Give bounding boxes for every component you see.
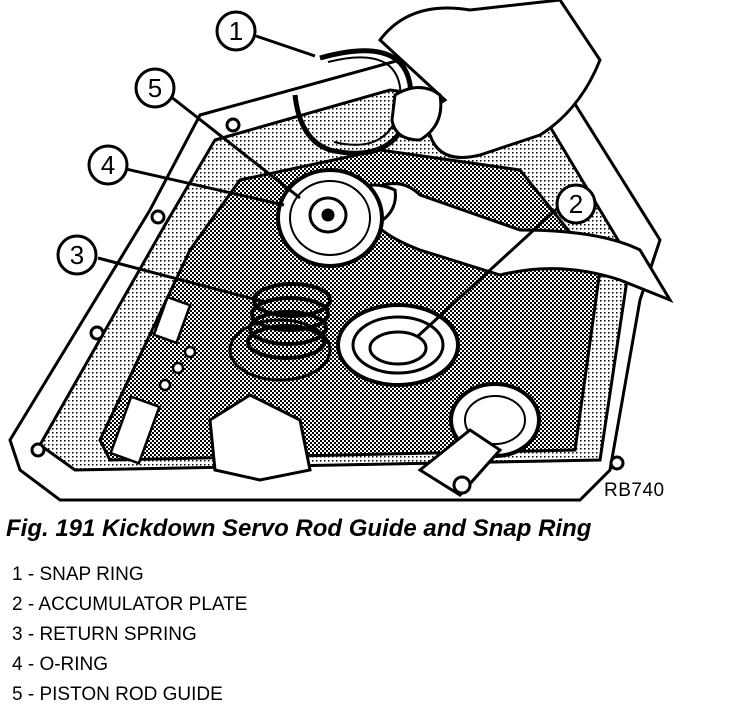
- callout-5: 5: [134, 67, 176, 109]
- piston-rod-guide: [276, 168, 384, 268]
- svg-text:4: 4: [101, 150, 115, 180]
- svg-text:1: 1: [229, 16, 243, 46]
- return-spring: [246, 282, 332, 360]
- servo-illustration: 1 5 4 3 2: [8, 0, 674, 502]
- svg-text:5: 5: [148, 73, 162, 103]
- legend-list: 1 - SNAP RING 2 - ACCUMULATOR PLATE 3 - …: [12, 560, 247, 710]
- figure-reference-code: RB740: [604, 480, 665, 501]
- legend-item: 1 - SNAP RING: [12, 564, 144, 585]
- legend-item: 3 - RETURN SPRING: [12, 624, 197, 645]
- linkage: [208, 393, 503, 497]
- leader-lines: [97, 34, 562, 338]
- callout-1: 1: [215, 10, 257, 52]
- case-slots: [109, 295, 197, 465]
- legend-item: 5 - PISTON ROD GUIDE: [12, 684, 223, 705]
- callout-4: 4: [87, 144, 129, 186]
- svg-text:3: 3: [70, 240, 84, 270]
- snap-ring: [292, 48, 414, 156]
- legend-item: 2 - ACCUMULATOR PLATE: [12, 594, 248, 615]
- figure-caption: Fig. 191 Kickdown Servo Rod Guide and Sn…: [6, 515, 592, 542]
- legend-item: 4 - O-RING: [12, 654, 109, 675]
- callout-2: 2: [555, 183, 597, 225]
- callout-3: 3: [56, 234, 98, 276]
- transmission-case: [8, 58, 662, 502]
- svg-text:2: 2: [569, 189, 583, 219]
